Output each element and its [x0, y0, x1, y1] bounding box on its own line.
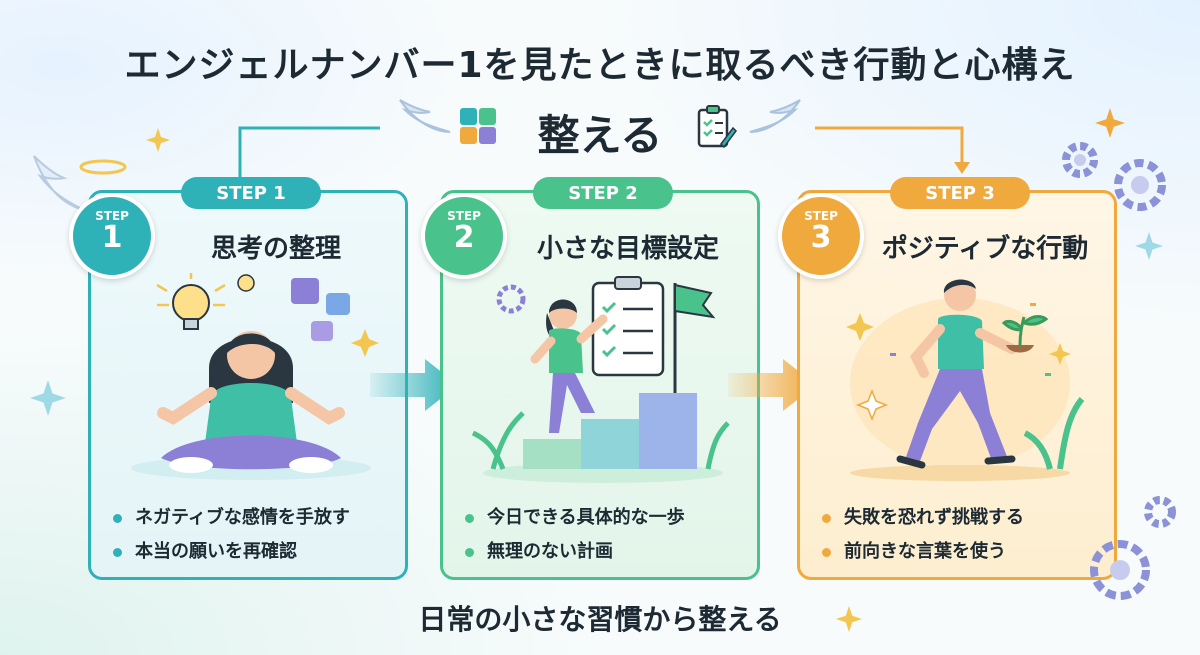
- step-number-badge: STEP 3: [778, 193, 864, 279]
- bullet-text: ネガティブな感情を手放す: [135, 507, 350, 528]
- page-title: エンジェルナンバー1を見たときに取るべき行動と心構え: [124, 45, 1076, 86]
- bullet-text: 失敗を恐れず挑戦する: [844, 507, 1024, 528]
- list-item: 本当の願いを再確認: [111, 535, 401, 569]
- badge-number: 3: [810, 220, 832, 255]
- step-pill: STEP 1: [181, 177, 321, 209]
- step-bullet-list: ネガティブな感情を手放す 本当の願いを再確認: [111, 501, 401, 569]
- subtitle-group: 整える: [380, 92, 820, 162]
- step-card-2: STEP 2 STEP 2 小さな目標設定 今日できる具体的な一歩 無理のない計…: [421, 177, 760, 580]
- badge-label: STEP: [95, 209, 129, 223]
- list-item: 無理のない計画: [463, 535, 753, 569]
- step-card-1: STEP 1 STEP 1 思考の整理 ネガティブな感情を手放す 本当の願いを再…: [69, 177, 408, 580]
- step-pill: STEP 2: [533, 177, 673, 209]
- subtitle: 整える: [537, 111, 663, 160]
- step-arrow-2: [728, 359, 816, 411]
- step-pill: STEP 3: [890, 177, 1030, 209]
- bullet-text: 無理のない計画: [487, 541, 613, 562]
- wing-icon: [33, 155, 85, 211]
- list-item: 前向きな言葉を使う: [820, 535, 1110, 569]
- bullet-dot: [465, 514, 474, 523]
- clipboard-pencil-icon: [697, 105, 737, 149]
- walking-person-illustration: [846, 279, 1085, 481]
- bullet-text: 前向きな言葉を使う: [844, 541, 1006, 562]
- badge-label: STEP: [804, 209, 838, 223]
- step-title: 思考の整理: [210, 234, 341, 264]
- left-wing-icon: [399, 99, 451, 133]
- step-number-badge: STEP 2: [421, 193, 507, 279]
- list-item: 今日できる具体的な一歩: [463, 501, 753, 535]
- step-bullet-list: 今日できる具体的な一歩 無理のない計画: [463, 501, 753, 569]
- step-number-badge: STEP 1: [69, 193, 155, 279]
- sparkle-icon: [1095, 108, 1125, 138]
- sparkle-icon: [146, 128, 170, 152]
- bullet-dot: [465, 548, 474, 557]
- bullet-dot: [113, 548, 122, 557]
- badge-label: STEP: [447, 209, 481, 223]
- step-bullet-list: 失敗を恐れず挑戦する 前向きな言葉を使う: [820, 501, 1110, 569]
- sparkle-icon: [1135, 232, 1163, 260]
- meditating-person-illustration: [131, 273, 379, 480]
- step-title: ポジティブな行動: [881, 234, 1089, 264]
- step-arrow-1: [370, 359, 458, 411]
- footer-caption: 日常の小さな習慣から整える: [418, 603, 782, 636]
- bullet-text: 本当の願いを再確認: [135, 541, 297, 562]
- list-item: 失敗を恐れず挑戦する: [820, 501, 1110, 535]
- puzzle-icon: [460, 108, 496, 144]
- sparkle-icon: [836, 606, 862, 632]
- right-wing-icon: [749, 99, 801, 133]
- step-card-3: STEP 3 STEP 3 ポジティブな行動 失敗を恐れず挑戦する 前向きな言葉…: [778, 177, 1117, 580]
- badge-number: 1: [101, 220, 123, 255]
- badge-number: 2: [453, 220, 475, 255]
- list-item: ネガティブな感情を手放す: [111, 501, 401, 535]
- bullet-dot: [822, 548, 831, 557]
- climbing-person-illustration: [471, 276, 730, 483]
- gear-icon: [1062, 142, 1166, 211]
- bullet-dot: [822, 514, 831, 523]
- gear-icon: [1090, 496, 1176, 600]
- bullet-text: 今日できる具体的な一歩: [487, 507, 685, 528]
- bullet-dot: [113, 514, 122, 523]
- halo-icon: [79, 159, 127, 175]
- sparkle-icon: [30, 380, 66, 416]
- step-title: 小さな目標設定: [536, 234, 719, 264]
